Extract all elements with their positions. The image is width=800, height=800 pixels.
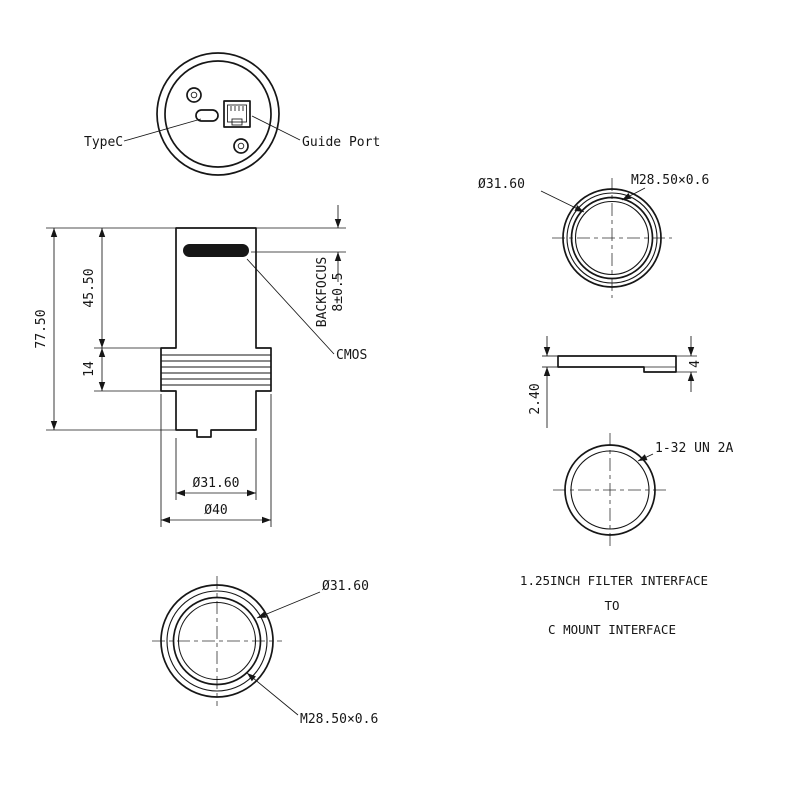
arrowhead	[334, 219, 342, 228]
front-view: Ø31.60 M28.50×0.6	[152, 576, 378, 727]
arrowhead	[543, 347, 551, 356]
filter-thread-circle	[570, 196, 654, 280]
filter-top-view: Ø31.60 M28.50×0.6	[478, 173, 709, 298]
typec-leader-line	[123, 118, 202, 142]
cmos-label: CMOS	[336, 348, 367, 363]
screw-hole	[233, 138, 249, 154]
caption-line-1: 1.25INCH FILTER INTERFACE	[520, 573, 708, 588]
arrowhead	[257, 611, 267, 618]
arrowhead	[638, 454, 648, 461]
backfocus-value: 8±0.5	[331, 272, 346, 311]
cmos-sensor	[183, 244, 249, 257]
arrowhead	[50, 421, 58, 430]
arrowhead	[687, 372, 695, 381]
side-view: 77.50 45.50 14 BACKFOCUS 8±0.5 CMOS Ø31.…	[34, 205, 367, 527]
dim-body-diameter: Ø40	[204, 503, 227, 518]
diameter-leader-line	[256, 591, 321, 619]
caption-block: 1.25INCH FILTER INTERFACE TO C MOUNT INT…	[520, 573, 708, 637]
back-inner-circle	[164, 60, 272, 168]
arrowhead	[98, 348, 106, 357]
filter-bore-circle	[574, 200, 650, 276]
front-outer-circle	[160, 584, 274, 698]
adapter-thread-circle	[570, 450, 650, 530]
dim-barrel-diameter: Ø31.60	[193, 476, 240, 491]
arrowhead	[98, 382, 106, 391]
cmos-leader-line	[246, 258, 335, 355]
arrowhead	[50, 228, 58, 237]
back-outer-circle	[156, 52, 280, 176]
cmount-thread-label: 1-32 UN 2A	[655, 441, 733, 456]
back-view: TypeC Guide Port	[84, 52, 380, 176]
front-thread-label: M28.50×0.6	[300, 712, 378, 727]
front-diameter-label: Ø31.60	[322, 579, 369, 594]
front-bore-circle	[172, 596, 262, 686]
filter-ring-circle	[566, 192, 658, 284]
guide-port	[223, 100, 251, 128]
screw-hole	[186, 87, 202, 103]
arrowhead	[161, 516, 170, 524]
guide-port-label: Guide Port	[302, 135, 380, 150]
camera-body-outline	[160, 227, 272, 438]
dim-fin-length: 14	[82, 361, 97, 377]
screw-hole-center	[237, 142, 245, 150]
dim-total-height: 77.50	[34, 309, 49, 348]
thread-leader-line	[246, 672, 299, 716]
adapter-outer-circle	[564, 444, 656, 536]
caption-line-2: TO	[604, 598, 619, 613]
filter-diameter-label: Ø31.60	[478, 177, 525, 192]
screw-hole-center	[190, 91, 198, 99]
adapter-thickness-label: 2.40	[528, 383, 543, 414]
arrowhead	[687, 347, 695, 356]
adapter-outline	[557, 355, 677, 373]
arrowhead	[176, 489, 185, 497]
backfocus-label: BACKFOCUS	[315, 257, 330, 327]
adapter-flange-label: 4	[688, 360, 703, 368]
dim-upper-length: 45.50	[82, 268, 97, 307]
arrowhead	[334, 252, 342, 261]
arrowhead	[622, 192, 632, 200]
filter-outer-circle	[562, 188, 662, 288]
arrowhead	[543, 367, 551, 376]
guide-port-inner	[227, 104, 247, 123]
guide-port-tab	[231, 118, 243, 126]
arrowhead	[262, 516, 271, 524]
adapter-front-view: 1-32 UN 2A	[553, 433, 733, 547]
guide-port-leader-line	[251, 115, 301, 141]
arrowhead	[98, 228, 106, 237]
caption-line-3: C MOUNT INTERFACE	[548, 622, 676, 637]
arrowhead	[574, 205, 584, 212]
front-thread-circle	[177, 601, 257, 681]
arrowhead	[247, 489, 256, 497]
adapter-side-view: 2.40 4	[528, 336, 703, 428]
arrowhead	[98, 339, 106, 348]
typec-label: TypeC	[84, 135, 123, 150]
front-ring-circle	[166, 590, 268, 692]
typec-port	[195, 109, 219, 122]
filter-thread-label: M28.50×0.6	[631, 173, 709, 188]
arrowhead	[247, 673, 256, 682]
